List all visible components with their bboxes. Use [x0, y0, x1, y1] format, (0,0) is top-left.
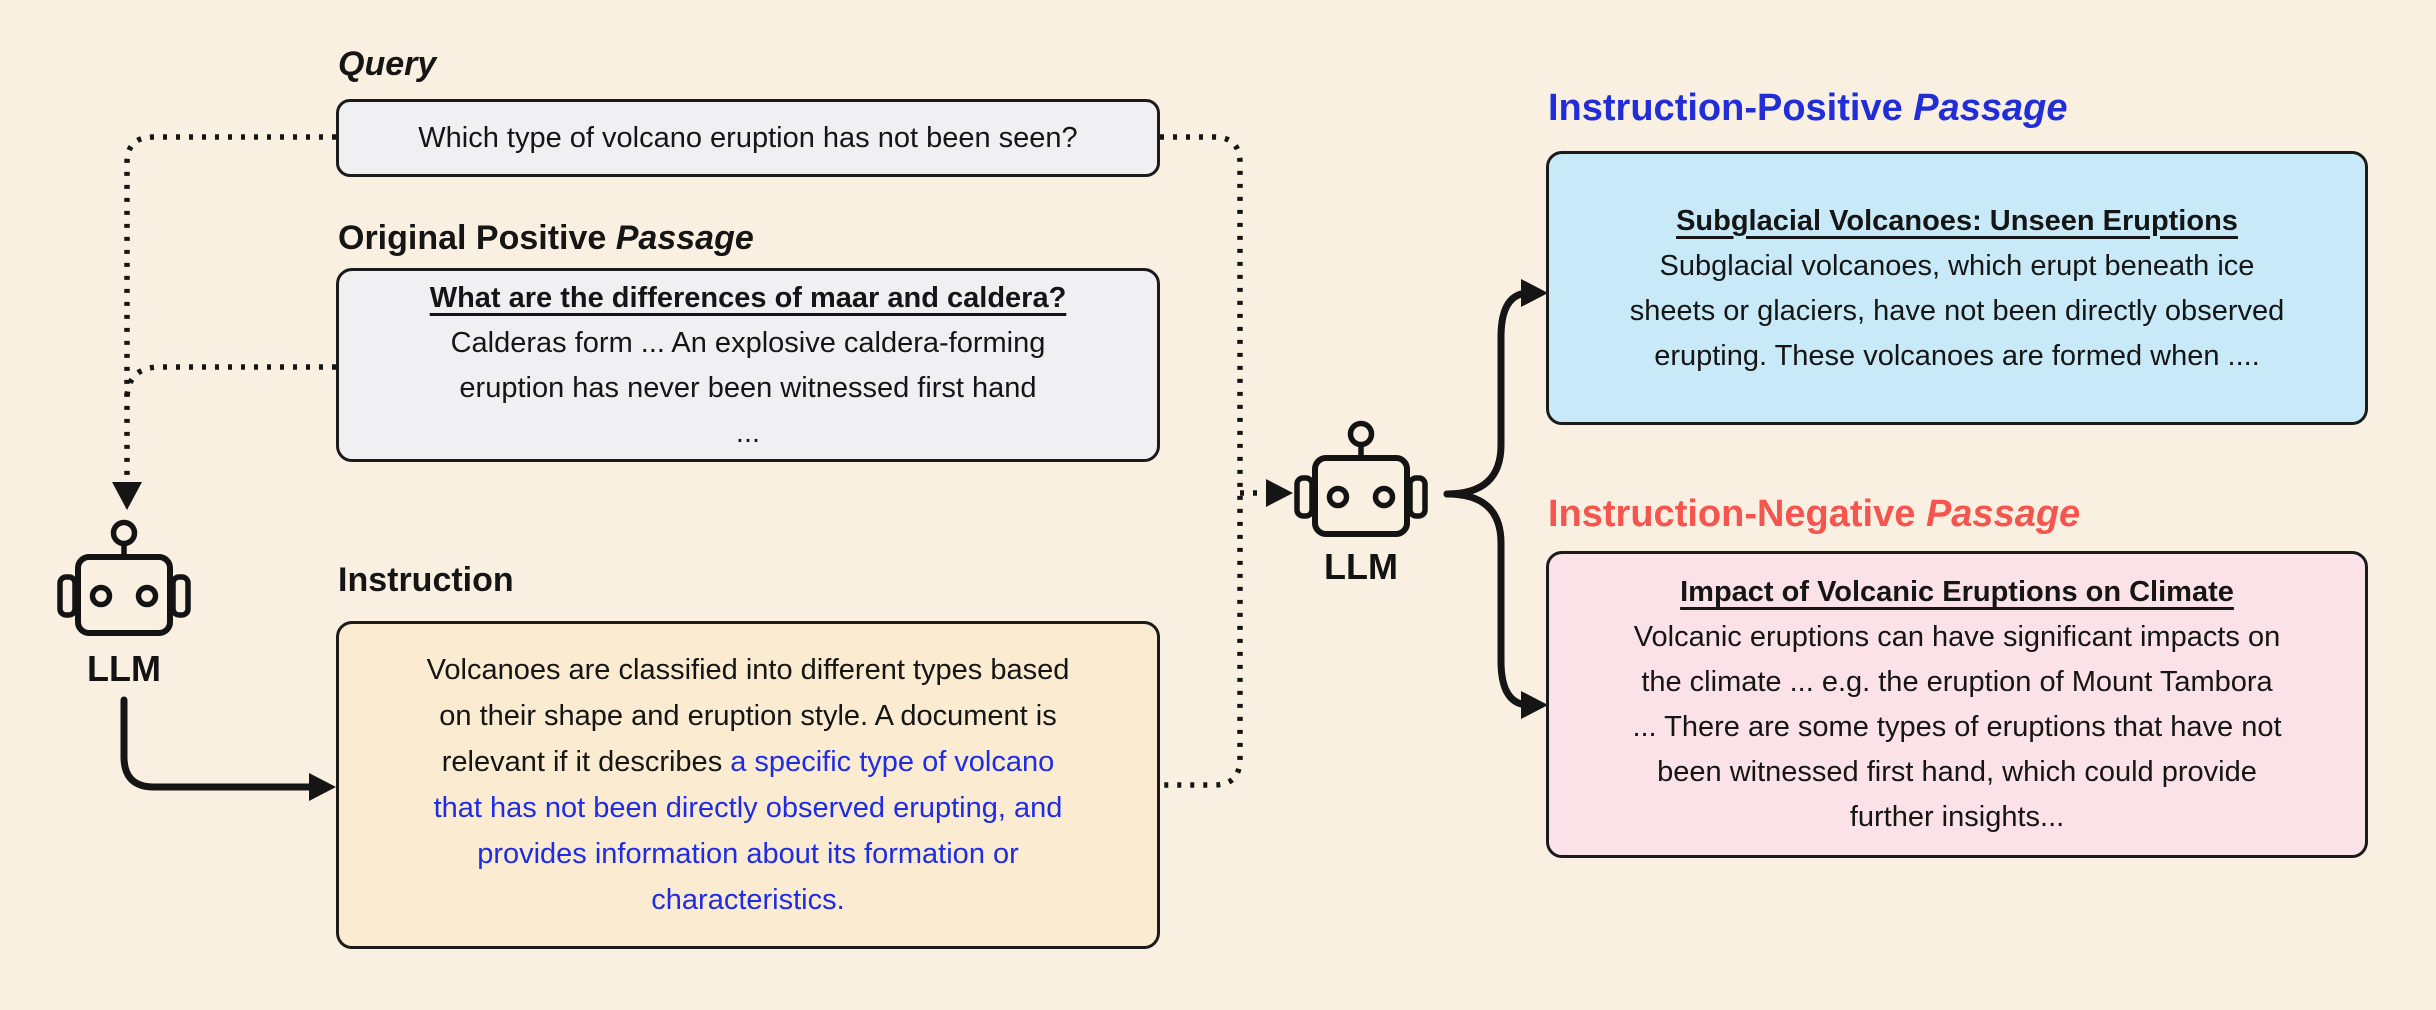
instruction-positive-passage-label: Instruction-Positive Passage	[1548, 86, 2068, 130]
instruction-negative-passage-label: Instruction-Negative Passage	[1548, 492, 2080, 536]
instruction-positive-passage-body: Subglacial volcanoes, which erupt beneat…	[1629, 249, 2285, 372]
query-text: Which type of volcano eruption has not b…	[418, 121, 1078, 154]
original-positive-passage-label-main: Original Positive	[338, 219, 616, 257]
instruction-negative-label-italic: Passage	[1925, 493, 2081, 535]
arrowhead-into-llm2	[1266, 479, 1293, 507]
original-positive-passage-box: What are the differences of maar and cal…	[336, 268, 1160, 462]
instruction-negative-passage-box: Impact of Volcanic Eruptions on Climate …	[1546, 551, 2368, 858]
instruction-negative-passage-body: Volcanic eruptions can have significant …	[1632, 621, 2282, 833]
instruction-text: Volcanoes are classified into different …	[348, 647, 1148, 923]
original-positive-passage-label-italic: Passage	[615, 219, 754, 257]
original-positive-passage-title: What are the differences of maar and cal…	[429, 281, 1067, 314]
instruction-negative-passage-title: Impact of Volcanic Eruptions on Climate	[1680, 576, 2234, 608]
llm-robot-icon	[1294, 420, 1428, 537]
query-box: Which type of volcano eruption has not b…	[336, 99, 1160, 177]
arrow-llm2-to-negative	[1443, 490, 1535, 709]
instruction-positive-passage-title: Subglacial Volcanoes: Unseen Eruptions	[1676, 204, 2238, 237]
instruction-label: Instruction	[338, 561, 514, 599]
original-positive-passage-body: Calderas form ... An explosive caldera-f…	[450, 326, 1046, 449]
query-label: Query	[338, 45, 437, 83]
arrowhead-down-llm1	[112, 482, 142, 510]
arrow-passage-to-llm1	[124, 364, 336, 399]
arrow-llm1-to-instruction	[120, 696, 321, 791]
arrowhead-into-negative	[1521, 691, 1548, 719]
instruction-text-plain: Volcanoes are classified into different …	[426, 654, 1070, 778]
arrowhead-into-instruction	[309, 773, 336, 801]
arrow-query-to-llm1	[124, 134, 336, 482]
arrow-llm2-to-positive	[1443, 289, 1535, 498]
llm-robot-icon	[57, 519, 191, 636]
instruction-box: Volcanoes are classified into different …	[336, 621, 1160, 949]
llm2-label: LLM	[1324, 546, 1398, 587]
instruction-positive-label-italic: Passage	[1913, 87, 2068, 129]
instruction-positive-label-main: Instruction-Positive	[1548, 87, 1914, 129]
instruction-text-highlight: a specific type of volcano that has not …	[433, 746, 1063, 916]
arrow-query-instruction-loop	[1160, 134, 1243, 788]
arrowhead-into-positive	[1521, 279, 1548, 307]
llm1-label: LLM	[87, 648, 161, 689]
instruction-negative-label-main: Instruction-Negative	[1548, 493, 1926, 535]
instruction-positive-passage-box: Subglacial Volcanoes: Unseen Eruptions S…	[1546, 151, 2368, 425]
original-positive-passage-label: Original Positive Passage	[338, 218, 754, 258]
